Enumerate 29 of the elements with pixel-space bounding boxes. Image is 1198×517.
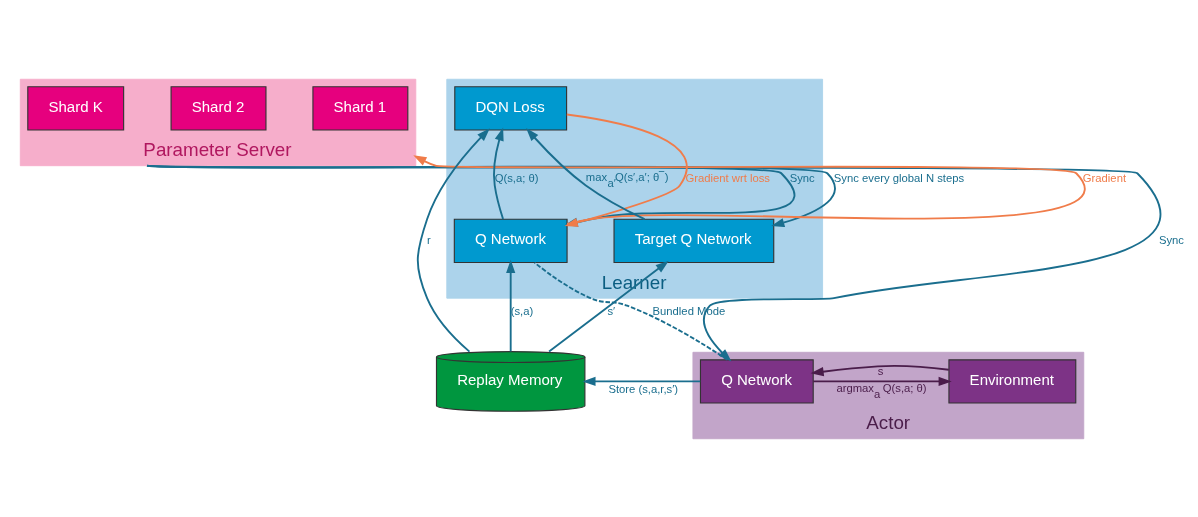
node-box: Q Network: [699, 358, 814, 404]
arrow: [812, 376, 952, 386]
connector: [533, 261, 729, 361]
arrow: [548, 260, 669, 352]
edge-label: r: [427, 233, 431, 246]
edge-label: Store (s,a,r,s′): [608, 382, 679, 395]
edge-label: Q(s,a; θ): [494, 171, 539, 184]
arrow: [413, 154, 1086, 225]
node-box: Q Network: [453, 218, 568, 263]
edge-label: Sync: [789, 171, 815, 184]
node-box: Shard 2: [170, 85, 267, 131]
edge-label: s′: [607, 304, 616, 317]
arrow: [810, 364, 950, 376]
edge-label: Sync every global N steps: [833, 171, 965, 184]
arrow: [582, 376, 702, 386]
arrow: [416, 127, 490, 353]
edge-label: s: [877, 364, 884, 377]
arrow: [526, 127, 646, 220]
arrow: [564, 113, 688, 227]
node-box: DQN Loss: [454, 85, 568, 131]
node-box: Target Q Network: [613, 218, 775, 263]
node-box: Shard 1: [312, 85, 409, 131]
node-box: Shard K: [27, 85, 125, 131]
edge-label: Sync: [1158, 233, 1184, 246]
node-box: Environment: [948, 358, 1077, 404]
arrow: [493, 126, 504, 220]
arrow: [506, 259, 516, 352]
edge-label: Gradient: [1082, 171, 1127, 184]
edge-label: Gradient wrt loss: [685, 171, 770, 184]
